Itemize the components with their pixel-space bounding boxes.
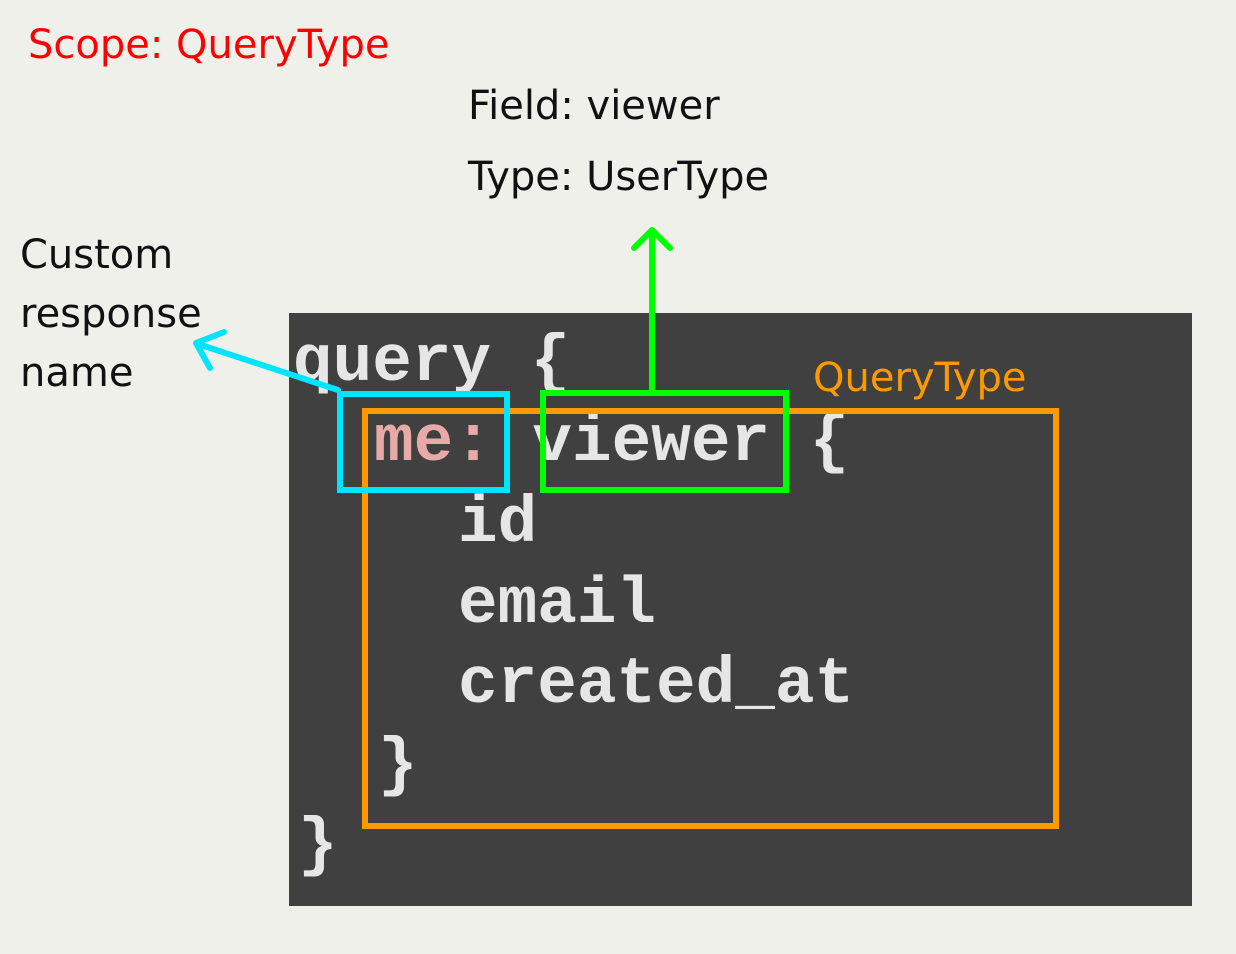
field-highlight-box (540, 390, 789, 493)
code-line-outer-close: } (298, 808, 338, 883)
type-annotation: Type: UserType (468, 154, 770, 200)
field-annotation: Field: viewer (468, 83, 720, 129)
code-line-viewer: me: viewer { (374, 403, 849, 483)
green-arrow (631, 227, 673, 393)
code-line-email: email (458, 567, 657, 642)
scope-title: Scope: QueryType (28, 22, 390, 68)
code-line-inner-close: } (378, 728, 418, 803)
custom-line-2: response (20, 291, 202, 337)
field-token: viewer { (492, 405, 850, 480)
custom-line-3: name (20, 350, 134, 396)
code-line-created-at: created_at (458, 647, 855, 722)
querytype-highlight-box (362, 408, 1059, 829)
code-line-id: id (458, 486, 538, 561)
alias-highlight-box (337, 391, 510, 493)
querytype-box-label: QueryType (813, 355, 1027, 401)
alias-token: me: (374, 405, 493, 480)
custom-line-1: Custom (20, 232, 174, 278)
cyan-arrow (193, 329, 341, 393)
custom-response-name-annotation: Custom response name (20, 226, 260, 403)
